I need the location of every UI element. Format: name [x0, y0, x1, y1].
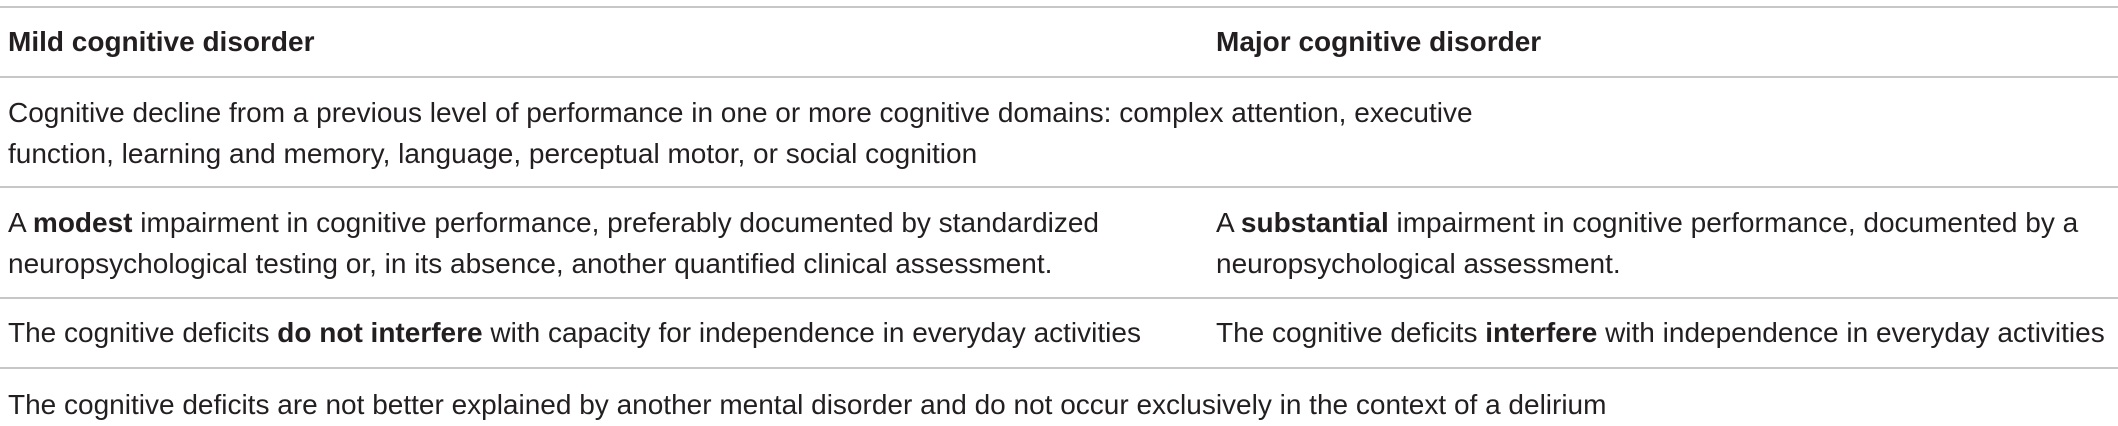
- major-impairment-line2: neuropsychological assessment.: [1216, 248, 1621, 279]
- mild-impairment-line1: A modest impairment in cognitive perform…: [8, 202, 1099, 243]
- header-major: Major cognitive disorder: [1216, 26, 1542, 57]
- header-rule: [0, 76, 2118, 78]
- mild-independence-rest: with capacity for independence in everyd…: [482, 317, 1141, 348]
- shared-criterion-decline: Cognitive decline from a previous level …: [8, 92, 1473, 174]
- shared-criterion-decline-line1: Cognitive decline from a previous level …: [8, 97, 1473, 128]
- row-rule-1: [0, 186, 2118, 188]
- row-rule-2: [0, 297, 2118, 299]
- shared-criterion-exclusion: The cognitive deficits are not better ex…: [8, 389, 1607, 420]
- major-impairment-line1: A substantial impairment in cognitive pe…: [1216, 202, 2078, 243]
- major-impairment-prefix: A: [1216, 207, 1241, 238]
- mild-independence-cell: The cognitive deficits do not interfere …: [8, 312, 1141, 353]
- major-impairment-rest: impairment in cognitive performance, doc…: [1388, 207, 2079, 238]
- mild-impairment-prefix: A: [8, 207, 33, 238]
- major-impairment-emphasis: substantial: [1240, 207, 1389, 238]
- table-top-rule: [0, 6, 2118, 8]
- major-independence-cell: The cognitive deficits interfere with in…: [1216, 312, 2105, 353]
- shared-criterion-decline-line2: function, learning and memory, language,…: [8, 138, 978, 169]
- major-independence-rest: with independence in everyday activities: [1597, 317, 2105, 348]
- mild-impairment-line2: neuropsychological testing or, in its ab…: [8, 248, 1053, 279]
- major-independence-prefix: The cognitive deficits: [1216, 317, 1486, 348]
- header-mild: Mild cognitive disorder: [8, 26, 315, 57]
- mild-impairment-emphasis: modest: [32, 207, 133, 238]
- major-independence-emphasis: interfere: [1485, 317, 1598, 348]
- row-rule-3: [0, 367, 2118, 369]
- major-impairment-cell: A substantial impairment in cognitive pe…: [1216, 202, 2078, 284]
- mild-independence-emphasis: do not interfere: [277, 317, 483, 348]
- mild-independence-prefix: The cognitive deficits: [8, 317, 278, 348]
- mild-impairment-cell: A modest impairment in cognitive perform…: [8, 202, 1099, 284]
- mild-impairment-rest: impairment in cognitive performance, pre…: [132, 207, 1100, 238]
